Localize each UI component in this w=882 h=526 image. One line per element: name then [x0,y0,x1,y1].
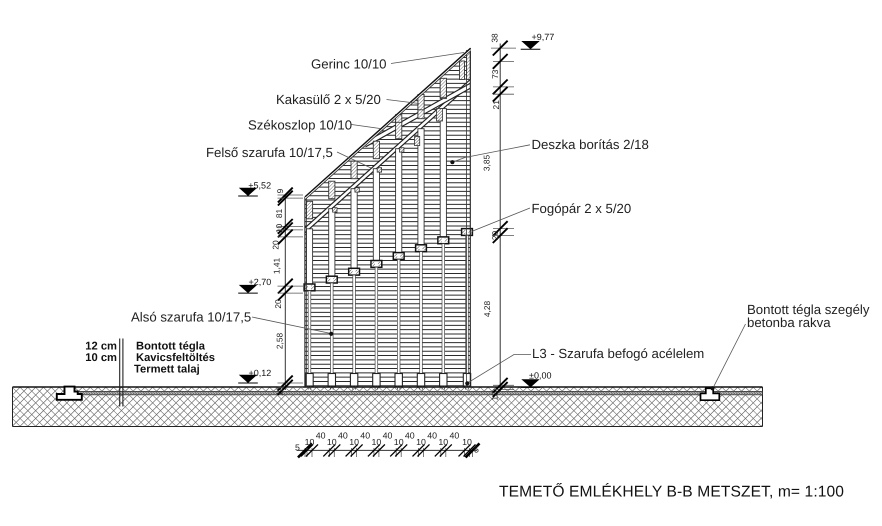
svg-text:10: 10 [327,437,337,447]
svg-text:±0,00: ±0,00 [529,371,551,381]
svg-text:Bontott tégla szegély: Bontott tégla szegély [747,302,870,317]
svg-text:40: 40 [427,430,437,440]
svg-text:10: 10 [372,437,382,447]
svg-text:5: 5 [295,443,300,453]
svg-text:20: 20 [271,240,281,250]
svg-text:40: 40 [316,430,326,440]
svg-text:L3 - Szarufa befogó acélelem: L3 - Szarufa befogó acélelem [532,346,704,361]
svg-text:38: 38 [489,33,499,43]
svg-text:4,28: 4,28 [482,301,492,318]
svg-text:Termett talaj: Termett talaj [134,364,200,376]
svg-text:10: 10 [274,224,284,234]
svg-text:10: 10 [305,437,315,447]
svg-text:TEMETŐ EMLÉKHELY B-B METSZET,: TEMETŐ EMLÉKHELY B-B METSZET, m= 1:100 [499,483,844,501]
svg-text:1,41: 1,41 [272,258,282,275]
svg-text:+9,77: +9,77 [532,32,555,42]
svg-text:9: 9 [275,188,285,193]
svg-text:12: 12 [490,391,500,401]
svg-text:40: 40 [338,430,348,440]
svg-text:Kakasülő 2 x 5/20: Kakasülő 2 x 5/20 [276,92,381,107]
svg-text:betonba rakva: betonba rakva [747,315,831,330]
svg-text:20: 20 [273,299,283,309]
svg-text:40: 40 [383,430,393,440]
svg-text:+2,70: +2,70 [249,277,272,287]
svg-text:Fogópár 2 x 5/20: Fogópár 2 x 5/20 [532,201,632,216]
svg-text:Felső szarufa 10/17,5: Felső szarufa 10/17,5 [206,145,333,160]
svg-text:2,58: 2,58 [275,333,285,350]
svg-text:10: 10 [462,437,472,447]
svg-text:5: 5 [474,445,479,455]
svg-text:+5,52: +5,52 [248,181,271,191]
svg-text:Deszka borítás 2/18: Deszka borítás 2/18 [532,137,649,152]
svg-text:81: 81 [274,209,284,219]
svg-text:12 cm: 12 cm [85,341,117,353]
svg-text:20: 20 [490,231,500,241]
svg-text:10: 10 [394,437,404,447]
svg-text:40: 40 [360,430,370,440]
svg-text:Gerinc 10/10: Gerinc 10/10 [311,57,387,72]
svg-text:Kavicsfeltöltés: Kavicsfeltöltés [136,352,215,364]
svg-text:+0,12: +0,12 [249,368,272,378]
svg-text:10 cm: 10 cm [85,352,117,364]
svg-text:10: 10 [349,437,359,447]
svg-text:73: 73 [490,69,500,79]
svg-text:10: 10 [416,437,426,447]
svg-text:21: 21 [491,100,501,110]
svg-text:10: 10 [438,437,448,447]
svg-text:Alsó szarufa 10/17,5: Alsó szarufa 10/17,5 [131,310,251,325]
svg-text:Székoszlop 10/10: Székoszlop 10/10 [248,118,352,133]
svg-text:40: 40 [450,430,460,440]
svg-text:40: 40 [405,430,415,440]
svg-text:12: 12 [275,387,285,397]
svg-text:3,85: 3,85 [482,155,492,172]
svg-text:Bontott tégla: Bontott tégla [136,341,206,353]
